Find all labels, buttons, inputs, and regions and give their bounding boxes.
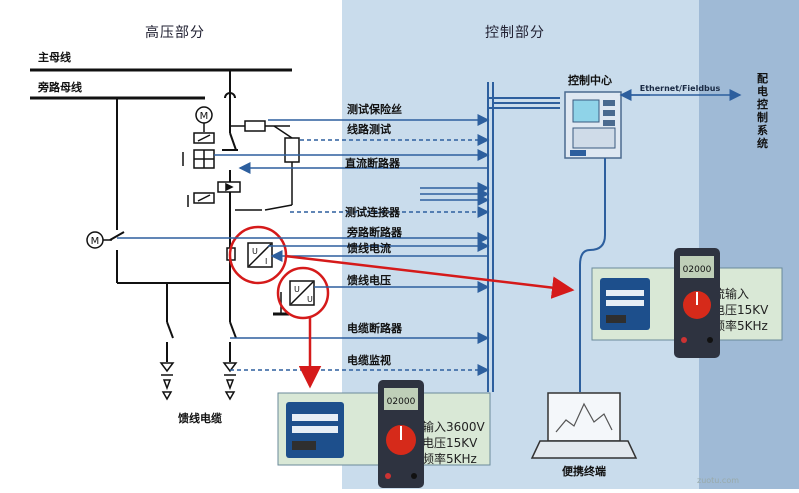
device-bottom-line-2: 电压15KV <box>422 436 478 450</box>
device-right-line-3: 频率5KHz <box>713 318 768 333</box>
device-bottom-line-1: 输入3600V <box>422 419 486 434</box>
feeder-cable-label: 馈线电缆 <box>178 411 222 425</box>
bypass-motor-icon: M <box>86 231 112 249</box>
meter-bottom-display: 02000 <box>387 397 416 407</box>
device-bottom-line-3: 频率5KHz <box>422 451 477 466</box>
device-right-line-1: 流输入 <box>713 286 749 301</box>
control-center-unit <box>564 91 622 159</box>
svg-text:M: M <box>200 111 209 122</box>
signal-label-test-connector: 测试连接器 <box>345 205 401 219</box>
signal-label-dc-breaker: 直流断路器 <box>345 156 401 170</box>
signal-label-cable-breaker: 电缆断路器 <box>347 321 403 335</box>
meter-right-display: 02000 <box>683 265 712 275</box>
red-arrow-current <box>284 254 575 299</box>
signal-lines <box>117 114 490 376</box>
test-circuit <box>235 125 300 211</box>
svg-text:M: M <box>91 236 100 247</box>
signal-label-feeder-current: 馈线电流 <box>347 241 391 255</box>
voltage-transducer-icon: U U <box>273 280 315 316</box>
portable-terminal-label: 便携终端 <box>562 464 606 478</box>
cable-terminators <box>159 362 238 401</box>
watermark: zuotu.com <box>697 476 739 485</box>
svg-text:I: I <box>265 257 267 266</box>
high-voltage-title: 高压部分 <box>145 24 205 41</box>
signal-label-bypass-breaker: 旁路断路器 <box>346 225 403 239</box>
main-bus-label: 主母线 <box>38 50 71 64</box>
signal-label-line-test: 线路测试 <box>347 122 391 136</box>
distribution-area <box>699 0 799 489</box>
signal-label-test-fuse: 测试保险丝 <box>347 102 402 116</box>
signal-label-cable-monitor: 电缆监视 <box>347 353 391 367</box>
multimeter-bottom: 02000 <box>378 380 424 488</box>
breaker-assembly <box>182 132 241 207</box>
laptop-icon <box>530 392 638 459</box>
svg-text:U: U <box>252 247 258 256</box>
distribution-system-text: 配电控制系统 <box>757 71 768 150</box>
svg-text:U: U <box>294 285 300 294</box>
voltage-highlight-circle <box>276 266 330 320</box>
multimeter-right: 02000 <box>674 248 720 358</box>
motor-icon: M <box>195 106 213 132</box>
signal-label-feeder-voltage: 馈线电压 <box>347 273 391 287</box>
fuse-icon <box>230 120 290 132</box>
network-label: Ethernet/Fieldbus <box>640 84 721 93</box>
distribution-system-label: 配电控制系统 <box>757 71 768 150</box>
control-center-label: 控制中心 <box>568 73 612 87</box>
bypass-bus-label: 旁路母线 <box>37 80 82 94</box>
terminal-link <box>579 158 606 392</box>
device-right-line-2: 电压15KV <box>713 303 769 317</box>
control-title: 控制部分 <box>485 25 545 41</box>
svg-text:U: U <box>307 295 313 304</box>
